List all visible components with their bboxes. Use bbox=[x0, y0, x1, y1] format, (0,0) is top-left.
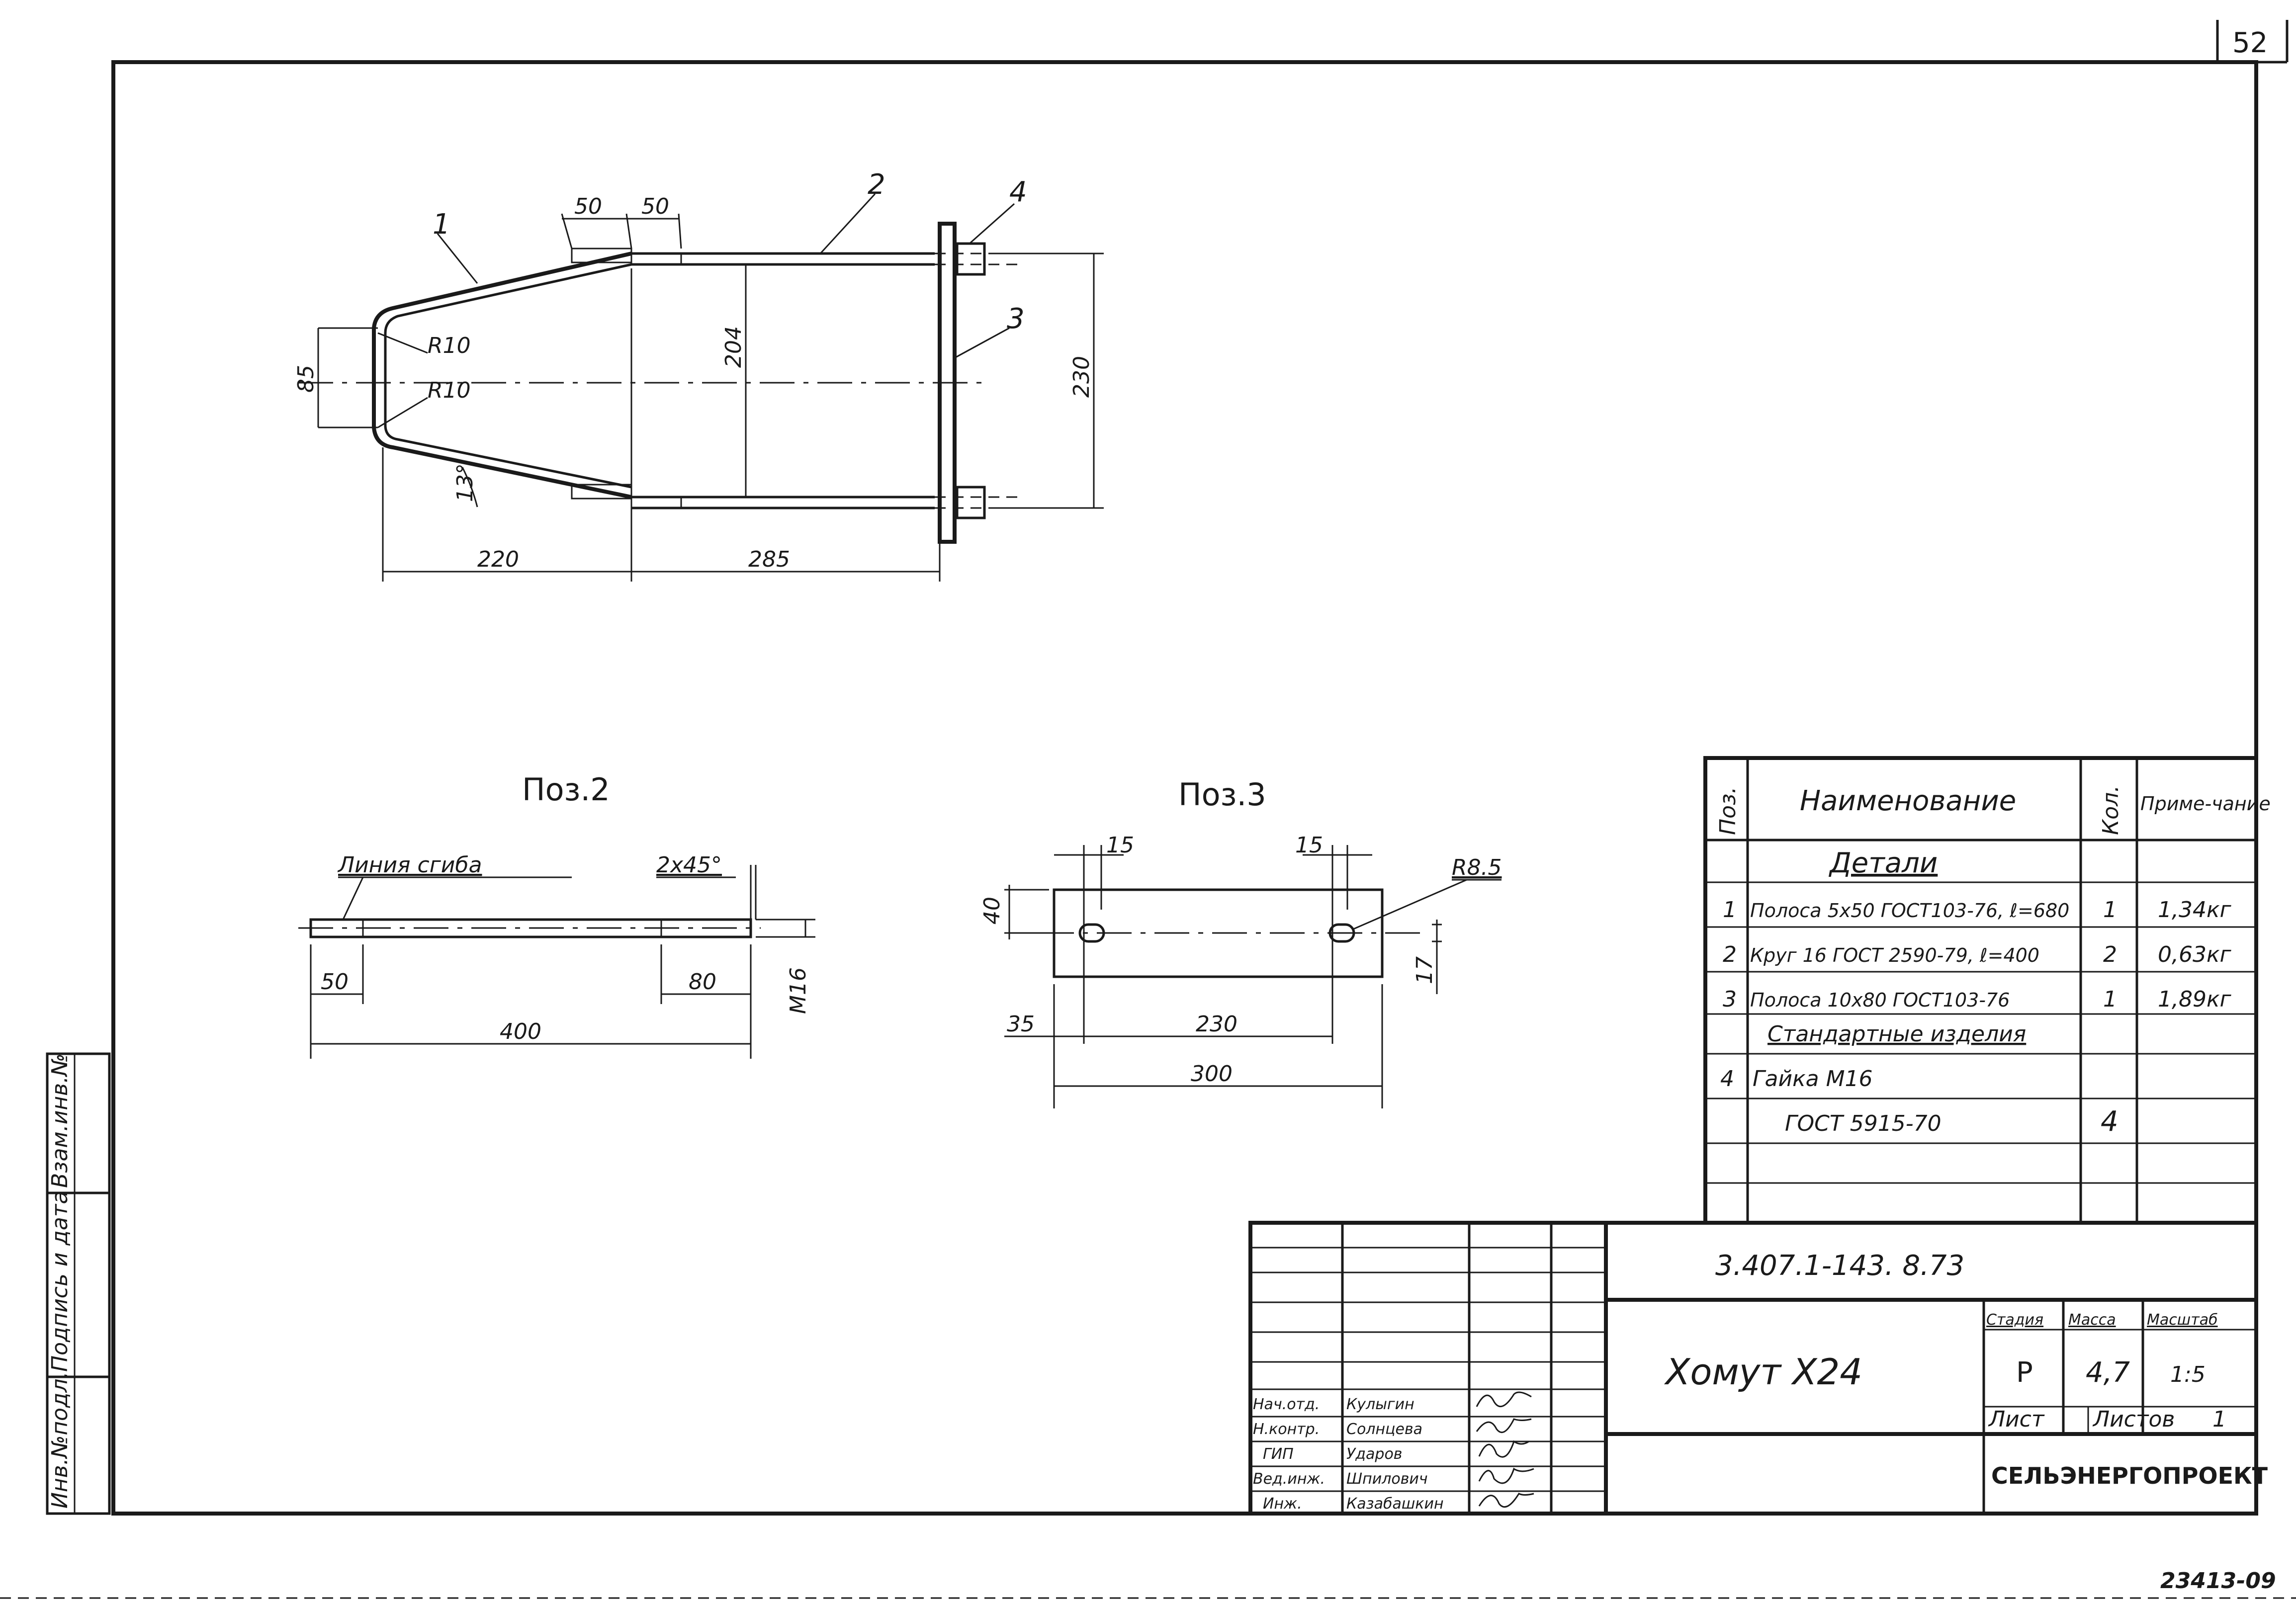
spec-row-3-note: 1,89кг bbox=[2158, 987, 2232, 1012]
spec-row-3-pos: 3 bbox=[1723, 987, 1737, 1012]
drawing-code: 3.407.1-143. 8.73 bbox=[1715, 1250, 1964, 1282]
drawing-title: Хомут Х24 bbox=[1664, 1351, 1862, 1393]
pos2-chamfer: 2х45° bbox=[656, 852, 722, 878]
sign-name-1: Кулыгин bbox=[1346, 1396, 1414, 1413]
tb-mass-label: Масса bbox=[2068, 1311, 2116, 1329]
spec-section-details: Детали bbox=[1828, 847, 1938, 879]
spec-row-3-name: Полоса 10х80 ГОСТ103-76 bbox=[1750, 989, 2010, 1011]
sheet-number: 52 bbox=[2232, 27, 2268, 59]
pos2-dim-80: 80 bbox=[689, 969, 716, 995]
dim-r10-bottom: R10 bbox=[428, 378, 471, 403]
spec-row-3-qty: 1 bbox=[2103, 987, 2117, 1012]
spec-std-row-1-pos: 4 bbox=[1720, 1066, 1734, 1092]
spec-row-2-pos: 2 bbox=[1723, 942, 1737, 967]
spec-std-row-2-name: ГОСТ 5915-70 bbox=[1785, 1111, 1942, 1136]
sign-role-2: Н.контр. bbox=[1253, 1421, 1320, 1438]
tb-stage-label: Стадия bbox=[1986, 1311, 2043, 1329]
sign-role-3: ГИП bbox=[1263, 1445, 1294, 1463]
signature-marks bbox=[1476, 1391, 1534, 1508]
spec-header-pos: Поз. bbox=[1715, 787, 1741, 835]
dim-204: 204 bbox=[721, 326, 746, 368]
pos3-dim-17: 17 bbox=[1412, 956, 1437, 984]
callout-1: 1 bbox=[433, 208, 450, 241]
tb-sheets: 1 bbox=[2212, 1407, 2226, 1432]
side-stamp-sign: Подпись и дата bbox=[47, 1191, 73, 1372]
callout-3: 3 bbox=[1007, 303, 1025, 335]
callout-4: 4 bbox=[1009, 176, 1027, 208]
pos3-dim-r85: R8.5 bbox=[1452, 855, 1502, 880]
sign-name-3: Ударов bbox=[1346, 1445, 1403, 1463]
spec-header-note: Приме-чание bbox=[2140, 793, 2271, 815]
spec-section-standard: Стандартные изделия bbox=[1767, 1021, 2026, 1047]
tb-mass: 4,7 bbox=[2086, 1356, 2130, 1389]
spec-std-row-1-name: Гайка М16 bbox=[1753, 1066, 1873, 1092]
side-stamp-replace: Взам.инв.№ bbox=[47, 1053, 73, 1188]
side-stamp: Инв.№подл. Подпись и дата Взам.инв.№ bbox=[46, 1052, 111, 1515]
tb-sheets-label: Листов bbox=[2092, 1407, 2175, 1432]
callout-2: 2 bbox=[868, 169, 885, 201]
dim-r10-top: R10 bbox=[428, 333, 471, 358]
pos2-bend-line: Линия сгиба bbox=[337, 852, 482, 878]
dim-50-right: 50 bbox=[641, 194, 669, 219]
sign-name-5: Казабашкин bbox=[1346, 1495, 1444, 1513]
sign-name-4: Шпилович bbox=[1346, 1470, 1428, 1488]
dim-230: 230 bbox=[1069, 356, 1094, 398]
pos3-dim-300: 300 bbox=[1191, 1061, 1233, 1087]
spec-row-2-name: Круг 16 ГОСТ 2590-79, ℓ=400 bbox=[1750, 944, 2039, 966]
side-stamp-inv: Инв.№подл. bbox=[47, 1371, 73, 1509]
dim-85: 85 bbox=[293, 365, 319, 393]
pos2-view bbox=[298, 865, 815, 1059]
tb-sheet-label: Лист bbox=[1988, 1407, 2045, 1432]
spec-std-row-2-qty: 4 bbox=[2101, 1105, 2119, 1138]
pos3-dim-230: 230 bbox=[1196, 1012, 1237, 1037]
tb-scale: 1:5 bbox=[2170, 1362, 2206, 1387]
pos3-dim-40: 40 bbox=[979, 897, 1005, 925]
spec-row-1-note: 1,34кг bbox=[2158, 897, 2232, 923]
pos2-dim-400: 400 bbox=[500, 1019, 541, 1044]
sign-role-4: Вед.инж. bbox=[1253, 1470, 1325, 1488]
spec-row-2-note: 0,63кг bbox=[2158, 942, 2232, 967]
pos3-dim-15-right: 15 bbox=[1295, 833, 1323, 858]
dim-220: 220 bbox=[477, 547, 519, 572]
sign-role-5: Инж. bbox=[1263, 1495, 1302, 1513]
main-assembly-view bbox=[298, 193, 1104, 582]
title-block bbox=[1248, 1221, 2258, 1516]
spec-header-qty: Кол. bbox=[2098, 785, 2123, 835]
dim-285: 285 bbox=[748, 547, 790, 572]
dim-angle-13: 13° bbox=[452, 463, 478, 502]
archive-number: 23413-09 bbox=[2160, 1568, 2276, 1594]
pos2-dim-m16: М16 bbox=[786, 967, 811, 1014]
spec-row-1-qty: 1 bbox=[2103, 897, 2117, 923]
sign-name-2: Солнцева bbox=[1346, 1421, 1422, 1438]
dim-50-left: 50 bbox=[574, 194, 602, 219]
sign-role-1: Нач.отд. bbox=[1253, 1396, 1320, 1413]
spec-row-1-name: Полоса 5х50 ГОСТ103-76, ℓ=680 bbox=[1750, 900, 2069, 922]
organization: СЕЛЬЭНЕРГОПРОЕКТ bbox=[1991, 1462, 2268, 1489]
pos2-dim-50: 50 bbox=[321, 969, 349, 995]
pos3-title: Поз.3 bbox=[1178, 776, 1266, 813]
pos3-dim-15-left: 15 bbox=[1106, 833, 1134, 858]
spec-header-name: Наименование bbox=[1800, 785, 2016, 817]
pos3-dim-35: 35 bbox=[1007, 1012, 1035, 1037]
spec-row-2-qty: 2 bbox=[2103, 942, 2117, 967]
pos2-title: Поз.2 bbox=[522, 771, 610, 808]
tb-stage: Р bbox=[2016, 1356, 2033, 1389]
spec-row-1-pos: 1 bbox=[1723, 897, 1737, 923]
pos3-view bbox=[1004, 845, 1501, 1108]
tb-scale-label: Масштаб bbox=[2147, 1311, 2218, 1329]
